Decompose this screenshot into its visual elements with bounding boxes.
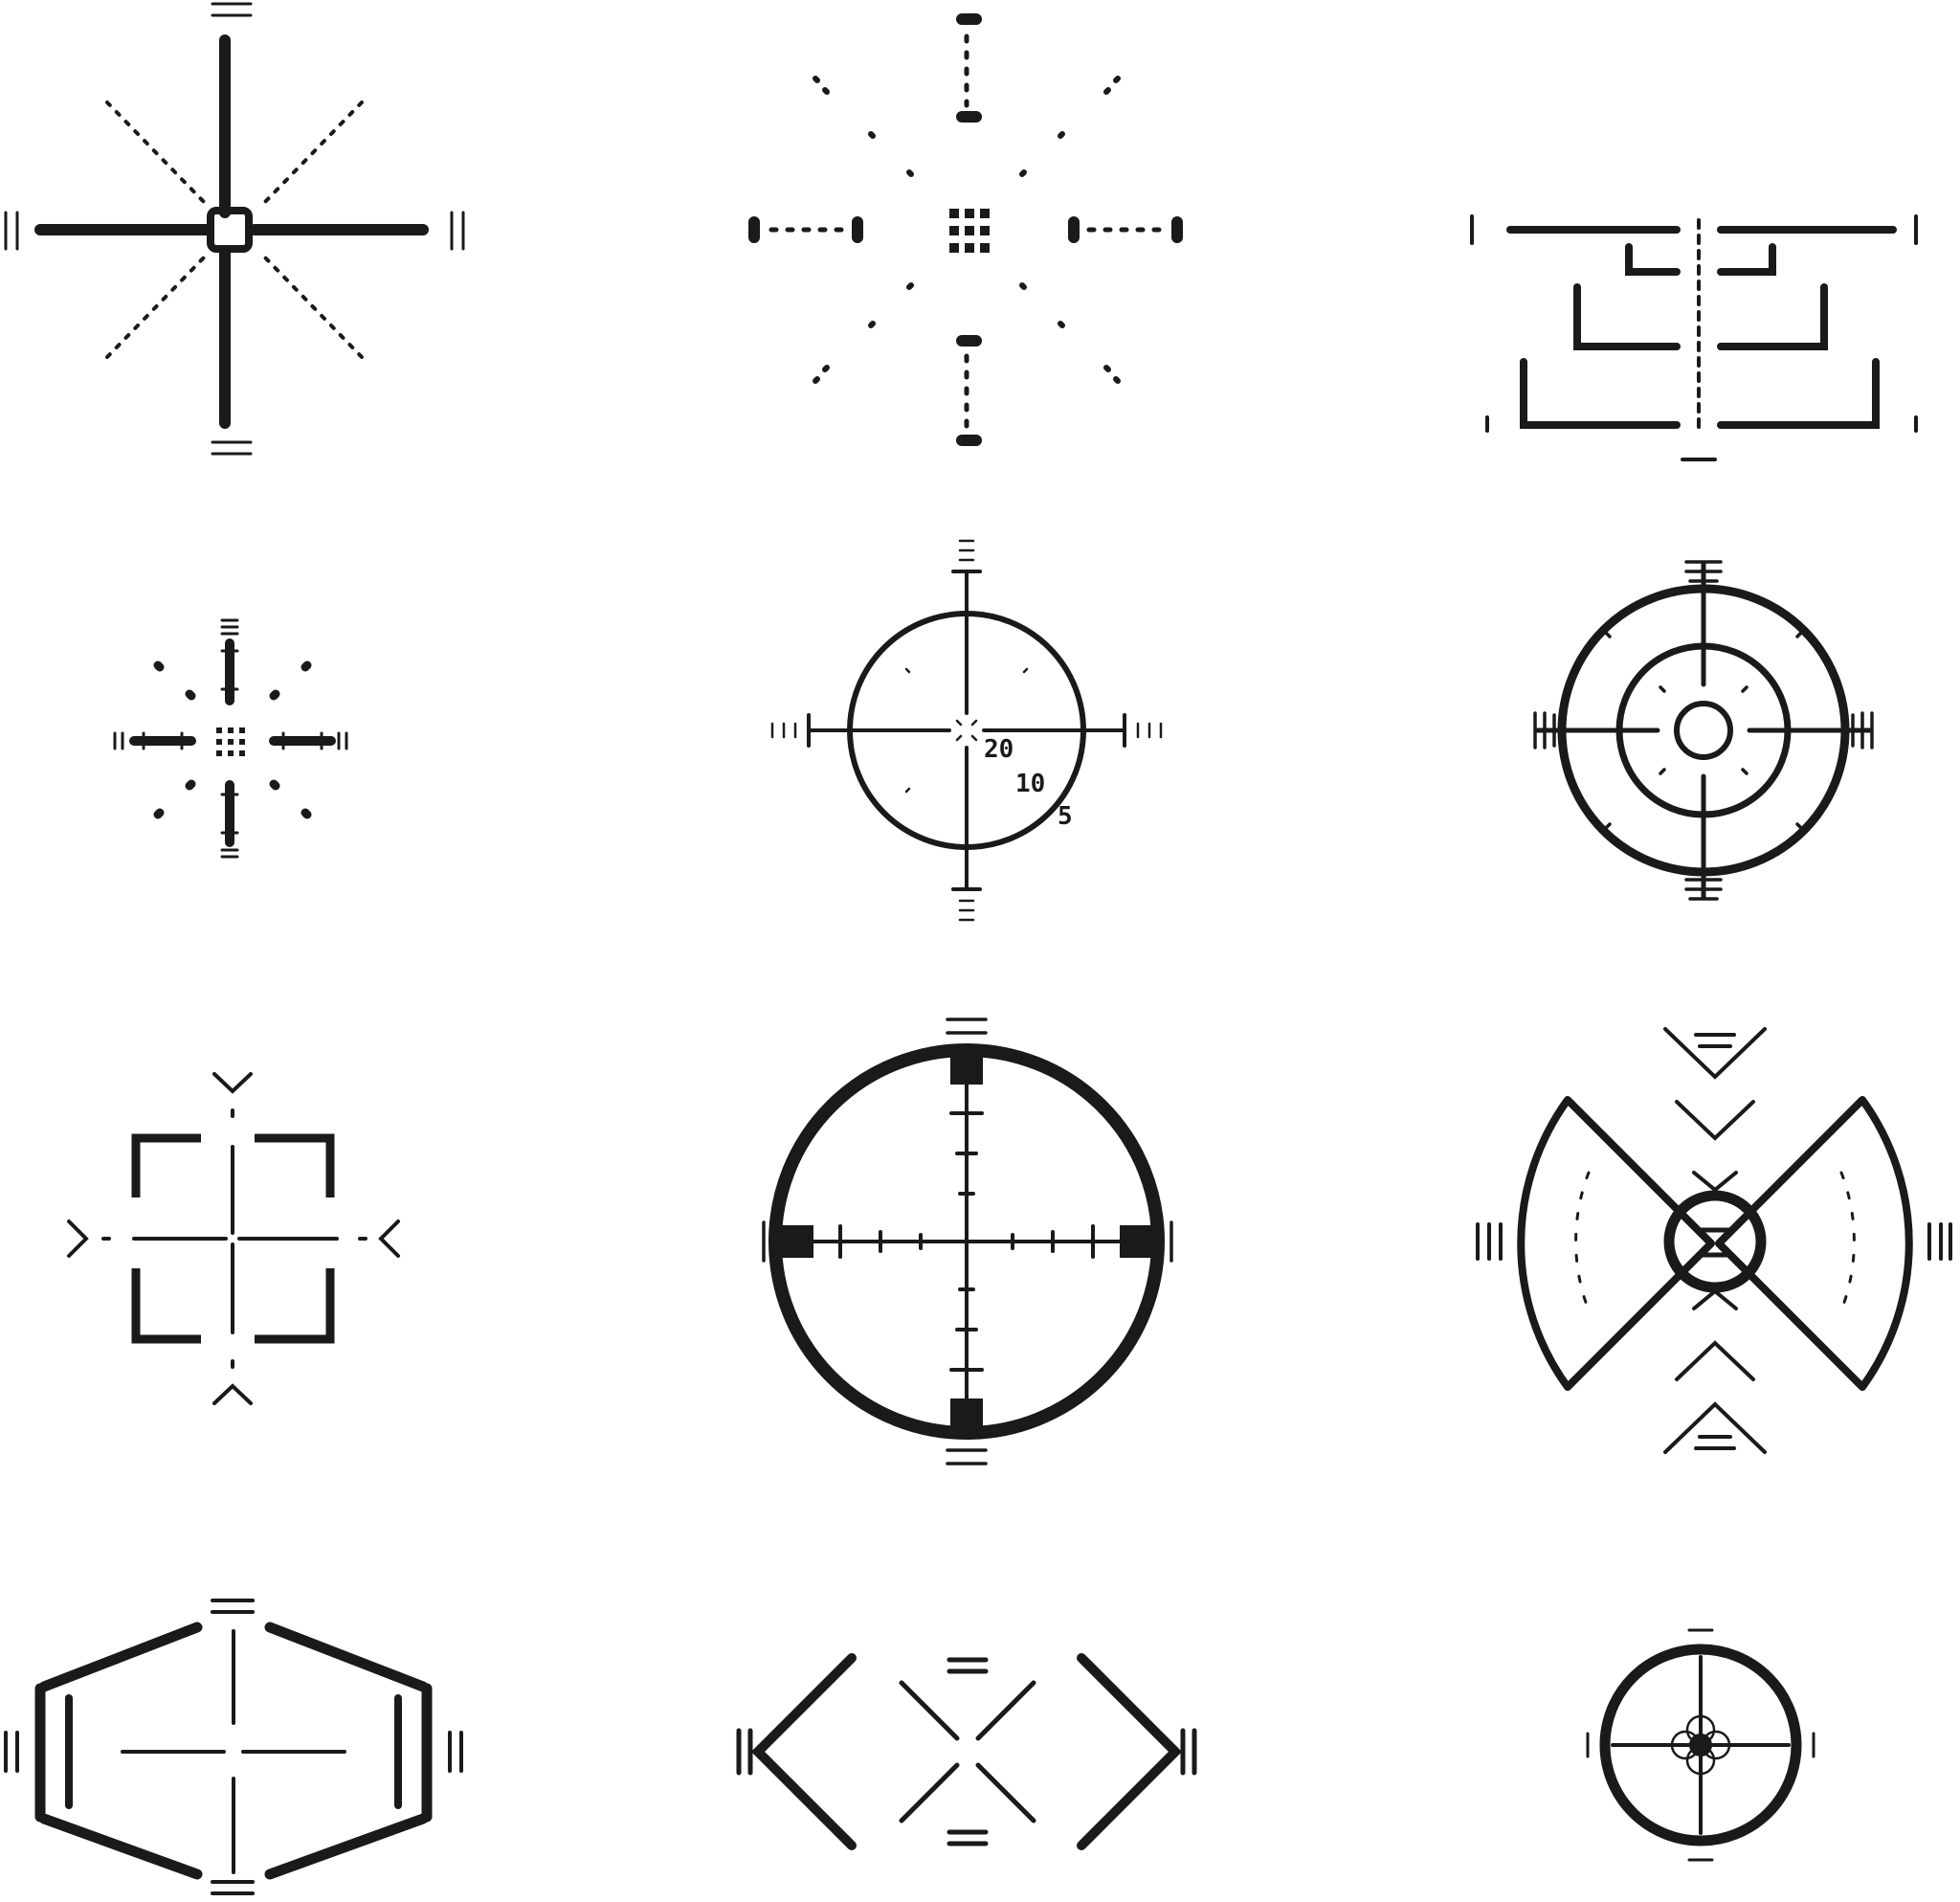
circle-scope-rangefinder-icon: 20 10 5 <box>761 531 1172 933</box>
chevron-x-reticle-icon <box>727 1637 1206 1902</box>
hexagon-frame-cross-icon <box>0 1589 469 1902</box>
corner-brackets-chevrons-icon <box>57 1063 412 1426</box>
corner-brackets-chevrons-icon <box>57 0 412 364</box>
small-circle-quatrefoil-dot-icon <box>1574 1622 1833 1902</box>
double-circle-target-icon <box>1522 550 1895 914</box>
stepped-bracket-rangefinder-icon <box>1464 201 1933 469</box>
range-label-5: 5 <box>1058 802 1073 831</box>
small-dotted-cross-icon <box>105 613 354 861</box>
crosshair-square-center-icon <box>0 0 469 469</box>
bowtie-sector-target-icon <box>1464 1019 1952 1469</box>
thick-circle-mil-dot-scope-icon <box>756 1010 1187 1469</box>
range-label-20: 20 <box>984 735 1013 764</box>
range-label-10: 10 <box>1015 770 1045 798</box>
dotted-starburst-icon <box>737 0 1206 469</box>
